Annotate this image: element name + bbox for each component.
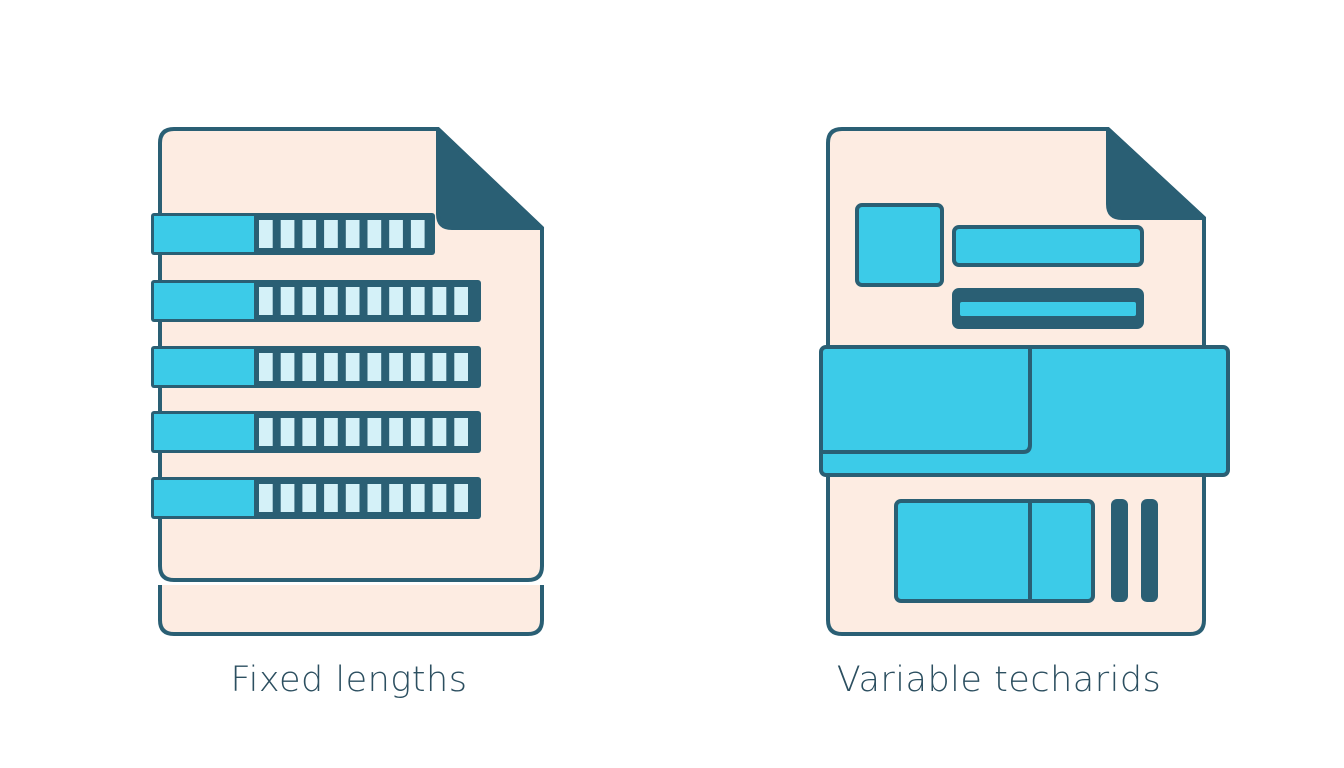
record-cell [345,484,360,512]
record-cell [410,484,425,512]
record-cell [345,353,360,381]
record-cell [324,418,338,446]
record-cell [302,220,317,248]
record-cell [302,287,317,315]
record-cell [432,418,447,446]
record-cell [389,484,403,512]
record-cell [410,418,425,446]
bottom-field-block [894,499,1095,603]
page-stack-fill [160,585,542,634]
record-cell [280,287,295,315]
fixed-lengths-caption: Fixed lengths [230,660,468,700]
record-key-field-5 [154,480,254,516]
record-cell [324,220,338,248]
record-cell [389,287,403,315]
record-cell [302,418,317,446]
large-record-band [819,345,1230,477]
record-cell [280,484,295,512]
record-cell [389,353,403,381]
record-key-field-3 [154,349,254,385]
record-cell [324,484,338,512]
record-cell [280,353,295,381]
record-cell [367,418,382,446]
record-key-field-1 [154,216,254,252]
record-cell [280,220,295,248]
page-corner-fold [1106,127,1206,220]
bar-marker-left [1111,499,1128,602]
record-cell [302,484,317,512]
record-cell [259,484,273,512]
record-cell [280,418,295,446]
record-cell [454,418,468,446]
record-cell [432,353,447,381]
record-cell [345,418,360,446]
bar-marker-right [1141,499,1158,602]
large-record-inner-split [821,349,1032,454]
record-cell [259,353,273,381]
record-key-field-4 [154,414,254,450]
wide-field-block [952,225,1144,267]
record-cell [410,287,425,315]
record-cell [324,353,338,381]
page-corner-fold [436,127,544,230]
record-cell [367,484,382,512]
record-cell [454,484,468,512]
page-stack-edge [158,585,544,636]
record-cell [410,220,425,248]
variable-records-caption: Variable techarids [836,660,1162,700]
record-cell [432,484,447,512]
record-cell [454,353,468,381]
record-cell [367,220,382,248]
record-cell [367,353,382,381]
fixed-length-document-icon [151,127,544,636]
record-cell [345,220,360,248]
record-cell [302,353,317,381]
narrow-field-block-fill [960,302,1136,316]
record-cell [324,287,338,315]
record-cell [259,220,273,248]
record-cell [345,287,360,315]
record-cell [367,287,382,315]
record-cell [410,353,425,381]
record-cell [454,287,468,315]
square-field-block [855,203,944,287]
variable-length-document-icon [819,127,1230,636]
record-cell [389,220,403,248]
record-cell [259,418,273,446]
record-cell [259,287,273,315]
record-key-field-2 [154,283,254,319]
fixed-records-group [151,213,481,519]
record-cell [432,287,447,315]
record-cell [389,418,403,446]
